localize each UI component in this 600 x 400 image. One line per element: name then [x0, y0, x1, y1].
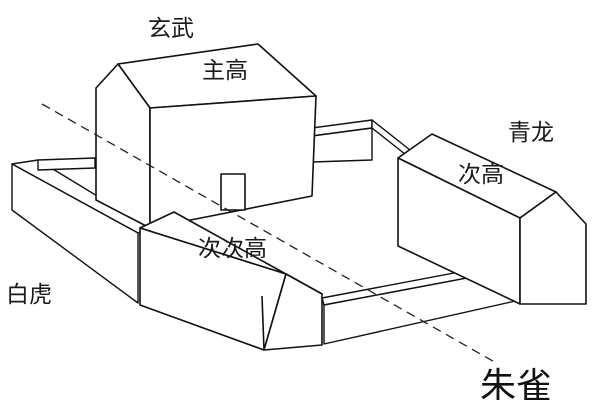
label-east-house: 次高 [458, 162, 504, 188]
east-house [397, 133, 587, 305]
left-wall-end [37, 157, 96, 171]
east-house-gable [519, 191, 587, 305]
label-main-house: 主高 [202, 58, 248, 84]
label-front-house: 次次高 [198, 236, 267, 262]
front-house-gable-edge [261, 295, 265, 351]
main-house [95, 43, 317, 229]
central-axis-line [41, 103, 499, 365]
front-house-gable [263, 273, 323, 351]
main-house-door [220, 173, 246, 211]
label-south: 朱雀 [480, 366, 552, 400]
main-house-front [149, 95, 317, 229]
front-house [139, 211, 323, 351]
label-north: 玄武 [148, 16, 194, 42]
right-wall [371, 119, 411, 159]
label-east: 青龙 [508, 120, 554, 146]
label-west: 白虎 [6, 282, 52, 308]
left-wall-face [11, 163, 139, 304]
